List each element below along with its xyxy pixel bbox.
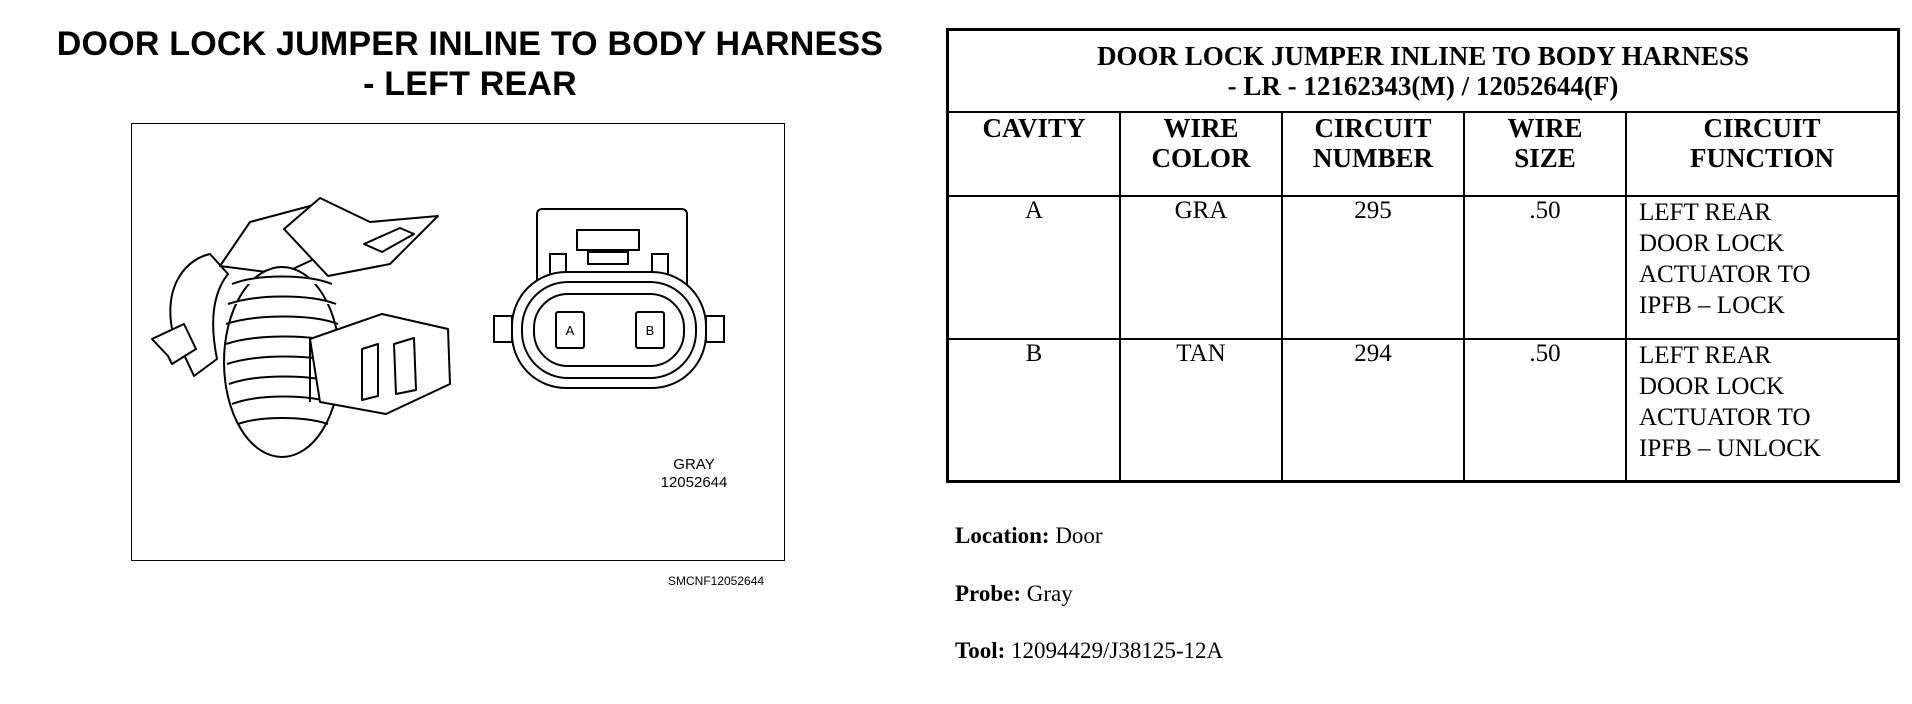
cell-wire-size: .50: [1463, 337, 1627, 483]
function-line: LEFT REAR: [1639, 199, 1772, 227]
probe-value: Gray: [1026, 581, 1073, 606]
location-label: Location:: [955, 523, 1050, 548]
pin-a-label: A: [566, 323, 575, 338]
connector-illustration: A B GRAY 12052644: [131, 123, 785, 561]
tool-line: Tool: 12094429/J38125-12A: [955, 638, 1223, 664]
probe-line: Probe: Gray: [955, 581, 1073, 607]
connector-color: GRAY: [673, 456, 715, 473]
header-wire-color: WIRE COLOR: [1119, 111, 1283, 198]
header-wire-color-line1: WIRE: [1163, 113, 1239, 144]
connector-drawing: A B: [151, 197, 725, 458]
header-wire-size-line2: SIZE: [1514, 143, 1576, 174]
cell-circuit-number: 294: [1281, 337, 1465, 483]
location-line: Location: Door: [955, 523, 1103, 549]
function-line: DOOR LOCK: [1639, 372, 1785, 400]
table-row: A GRA 295 .50 LEFT REAR DOOR LOCK ACTUAT…: [946, 195, 1900, 340]
probe-label: Probe:: [955, 581, 1022, 606]
cell-wire-size: .50: [1463, 195, 1627, 340]
header-circuit-number-line2: NUMBER: [1313, 143, 1433, 174]
table-title-line1: DOOR LOCK JUMPER INLINE TO BODY HARNESS: [1096, 41, 1750, 72]
connector-title-line1: DOOR LOCK JUMPER INLINE TO BODY HARNESS: [56, 25, 884, 63]
tool-label: Tool:: [955, 638, 1006, 663]
header-circuit-number: CIRCUIT NUMBER: [1281, 111, 1465, 198]
function-line: LEFT REAR: [1639, 341, 1772, 369]
function-line: IPFB – UNLOCK: [1639, 434, 1821, 462]
tool-value: 12094429/J38125-12A: [1011, 638, 1224, 663]
function-line: DOOR LOCK: [1639, 230, 1785, 258]
pinout-table: DOOR LOCK JUMPER INLINE TO BODY HARNESS …: [946, 28, 1900, 483]
table-row: B TAN 294 .50 LEFT REAR DOOR LOCK ACTUAT…: [946, 337, 1900, 483]
header-circuit-function-line2: FUNCTION: [1689, 143, 1834, 174]
cell-wire-color: GRA: [1119, 195, 1283, 340]
table-header-row: CAVITY WIRE COLOR CIRCUIT NUMBER WIRE SI…: [946, 111, 1900, 198]
connector-title: DOOR LOCK JUMPER INLINE TO BODY HARNESS …: [0, 24, 940, 104]
cell-wire-color: TAN: [1119, 337, 1283, 483]
figure-id: SMCNF12052644: [668, 574, 765, 588]
cell-cavity: B: [946, 337, 1121, 483]
connector-title-line2: - LEFT REAR: [363, 65, 577, 103]
table-title-line2: - LR - 12162343(M) / 12052644(F): [1227, 71, 1619, 102]
header-wire-size-line1: WIRE: [1507, 113, 1583, 144]
connector-isometric-view: [151, 197, 451, 458]
header-cavity: CAVITY: [946, 111, 1121, 198]
header-wire-size: WIRE SIZE: [1463, 111, 1627, 198]
header-circuit-function: CIRCUIT FUNCTION: [1625, 111, 1900, 198]
header-circuit-number-line1: CIRCUIT: [1314, 113, 1432, 144]
header-circuit-function-line1: CIRCUIT: [1703, 113, 1821, 144]
cell-circuit-number: 295: [1281, 195, 1465, 340]
header-cavity-line1: CAVITY: [982, 113, 1086, 144]
cell-cavity: A: [946, 195, 1121, 340]
table-title: DOOR LOCK JUMPER INLINE TO BODY HARNESS …: [946, 28, 1900, 114]
cell-circuit-function: LEFT REAR DOOR LOCK ACTUATOR TO IPFB – U…: [1625, 337, 1900, 483]
header-wire-color-line2: COLOR: [1151, 143, 1251, 174]
location-value: Door: [1055, 523, 1103, 548]
connector-front-view: [493, 208, 725, 389]
function-line: IPFB – LOCK: [1639, 292, 1785, 320]
pin-b-label: B: [646, 323, 655, 338]
cell-circuit-function: LEFT REAR DOOR LOCK ACTUATOR TO IPFB – L…: [1625, 195, 1900, 340]
connector-part-number: 12052644: [660, 474, 728, 491]
function-line: ACTUATOR TO: [1639, 403, 1811, 431]
function-line: ACTUATOR TO: [1639, 261, 1811, 289]
